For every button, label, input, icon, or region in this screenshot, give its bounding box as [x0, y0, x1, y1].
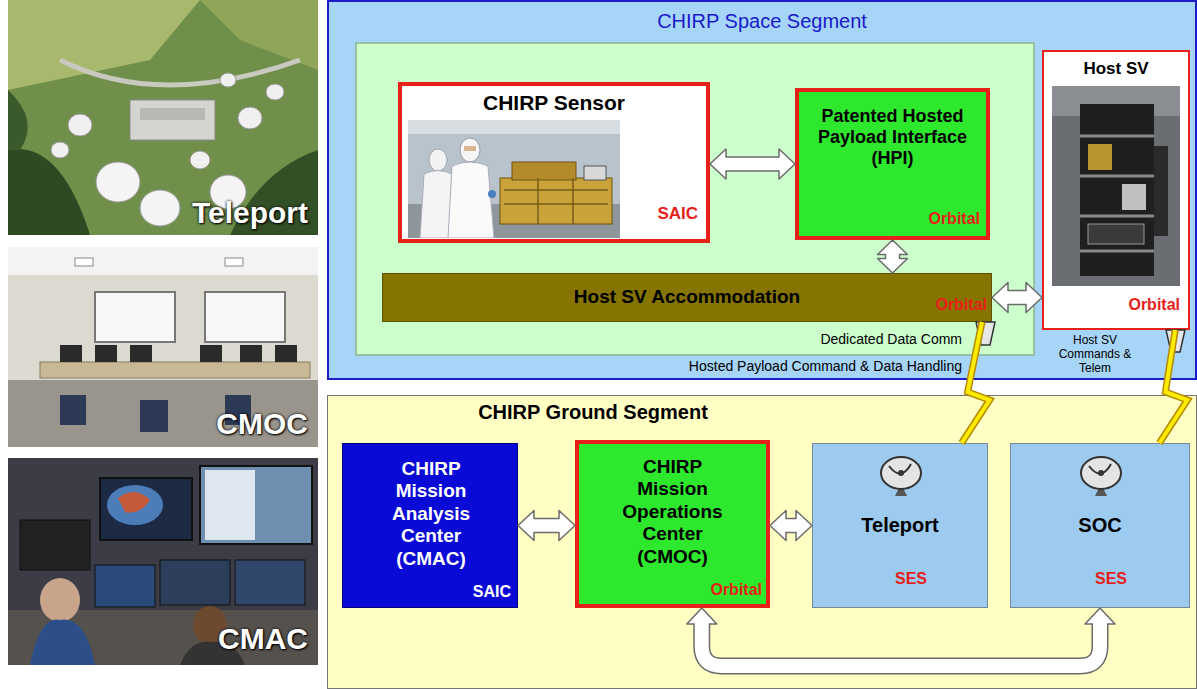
sensor-photo	[408, 120, 620, 238]
box-title: Host SV	[1044, 59, 1188, 79]
owner-tag: Orbital	[894, 210, 980, 229]
dish-icon	[879, 454, 923, 498]
box-title: Patented Hosted Payload Interface (HPI)	[807, 106, 978, 170]
accommodation-bar: Host SV AccommodationOrbital	[382, 273, 992, 322]
photo-caption: CMOC	[150, 406, 308, 441]
block-arrow	[992, 283, 1042, 313]
box-title: CHIRP Mission Operations Center (CMOC)	[609, 456, 736, 568]
cmac-photo	[8, 458, 318, 665]
block-arrow	[770, 511, 812, 541]
radio-link	[962, 322, 990, 443]
owner-tag: SES	[871, 570, 951, 589]
host-sv-photo	[1052, 86, 1180, 286]
dish-icon	[1079, 454, 1123, 498]
owner-tag: SAIC	[441, 583, 511, 602]
photo-caption: CMAC	[150, 621, 308, 656]
block-arrow	[710, 149, 795, 179]
box-title: CHIRP Mission Analysis Center (CMAC)	[373, 458, 489, 570]
block-arrow	[878, 240, 908, 273]
link-note: Hosted Payload Command & Data Handling	[560, 358, 962, 375]
link-note: Dedicated Data Comm	[760, 331, 962, 348]
segment-title: CHIRP Space Segment	[329, 10, 1195, 34]
center-box: CHIRP Mission Analysis Center (CMAC) SAIC	[342, 443, 518, 608]
photo-caption: Teleport	[150, 195, 308, 230]
teleport-photo	[8, 0, 318, 235]
center-box: CHIRP Mission Operations Center (CMOC) Or…	[575, 440, 770, 608]
segment-panel: CHIRP Ground SegmentCHIRP Mission Analys…	[327, 395, 1197, 689]
interface-box: Patented Hosted Payload Interface (HPI) O…	[795, 88, 990, 240]
sensor-box: CHIRP SensorSAIC	[398, 82, 710, 243]
cmoc-photo	[8, 247, 318, 447]
owner-tag: Orbital	[669, 581, 762, 600]
owner-tag: SES	[1071, 570, 1151, 589]
segment-title: CHIRP Ground Segment	[428, 401, 758, 425]
segment-panel: CHIRP Space Segment CHIRP SensorSAIC Pate…	[327, 0, 1197, 380]
ground-station-box: TeleportSES	[812, 443, 988, 608]
box-title: Host SV Accommodation	[383, 286, 991, 308]
owner-tag: SAIC	[622, 204, 698, 224]
link-note: Host SV Commands & Telem	[1046, 333, 1144, 375]
box-title: CHIRP Sensor	[402, 91, 706, 116]
box-title: Teleport	[813, 514, 987, 538]
box-title: SOC	[1011, 514, 1189, 538]
block-arrow	[687, 608, 1115, 666]
host-sv-box: Host SV Orbital	[1042, 50, 1190, 330]
ground-station-box: SOC SES	[1010, 443, 1190, 608]
block-arrow	[518, 511, 575, 541]
owner-tag: Orbital	[1094, 296, 1180, 315]
radio-link	[1159, 330, 1187, 443]
owner-tag: Orbital	[903, 296, 987, 315]
